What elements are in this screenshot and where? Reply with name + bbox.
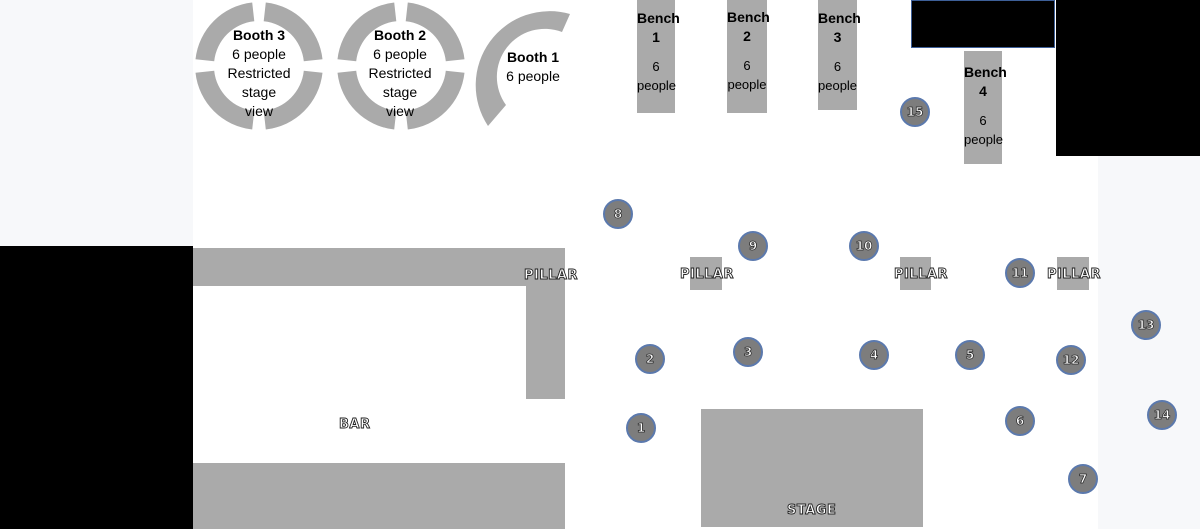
- bench-4[interactable]: Bench 4 6 people: [964, 51, 1007, 164]
- pillar-3: [900, 257, 931, 290]
- booth-1-name: Booth 1: [506, 49, 560, 65]
- outside-area-right: [1098, 156, 1200, 529]
- bench-3-capacity: 6: [833, 59, 842, 74]
- bench-1-name: Bench: [637, 10, 680, 26]
- table-12[interactable]: 12: [1056, 345, 1086, 375]
- outside-area-top-left: [0, 0, 193, 246]
- table-1[interactable]: 1: [626, 413, 656, 443]
- entrance-block: [911, 0, 1055, 48]
- booth-2-label: Booth 2 6 people Restricted stage view: [360, 26, 440, 121]
- booth-2-note-2: stage: [382, 84, 418, 100]
- booth-3[interactable]: [193, 0, 325, 132]
- bench-2-capacity-unit: people: [727, 77, 767, 92]
- table-11[interactable]: 11: [1005, 258, 1035, 288]
- stage: [701, 409, 923, 527]
- table-6[interactable]: 6: [1005, 406, 1035, 436]
- booth-1[interactable]: [462, 2, 572, 132]
- pillar-2-label: PILLAR: [680, 267, 735, 283]
- bar-label: BAR: [339, 417, 371, 433]
- booth-3-note-3: view: [244, 103, 273, 119]
- bench-3-capacity-unit: people: [818, 78, 858, 93]
- bench-1-number: 1: [652, 29, 660, 45]
- table-13[interactable]: 13: [1131, 310, 1161, 340]
- table-5[interactable]: 5: [955, 340, 985, 370]
- booth-3-capacity: 6 people: [232, 46, 286, 62]
- bench-3-name: Bench: [818, 10, 861, 26]
- bench-2[interactable]: Bench 2 6 people: [727, 0, 770, 113]
- bench-1-capacity: 6: [652, 59, 660, 74]
- bench-4-name: Bench: [964, 64, 1007, 80]
- pillar-3-label: PILLAR: [894, 267, 949, 283]
- table-14[interactable]: 14: [1147, 400, 1177, 430]
- bench-1-capacity-unit: people: [637, 78, 677, 93]
- table-10[interactable]: 10: [849, 231, 879, 261]
- bar-counter-bottom: [193, 463, 565, 529]
- bench-3[interactable]: Bench 3 6 people: [818, 0, 861, 110]
- bench-1[interactable]: Bench 1 6 people: [637, 0, 680, 113]
- table-3[interactable]: 3: [733, 337, 763, 367]
- bar-counter-side: [526, 286, 565, 399]
- booth-2-capacity: 6 people: [373, 46, 427, 62]
- table-9[interactable]: 9: [738, 231, 768, 261]
- pillar-4-label: PILLAR: [1047, 267, 1102, 283]
- booth-2[interactable]: [335, 0, 467, 132]
- booth-1-label: Booth 1 6 people: [497, 48, 569, 86]
- booth-1-capacity: 6 people: [506, 68, 560, 84]
- table-7[interactable]: 7: [1068, 464, 1098, 494]
- bench-2-name: Bench: [727, 9, 770, 25]
- booth-2-name: Booth 2: [373, 27, 427, 43]
- blocked-area-left: [0, 246, 193, 529]
- pillar-1-label: PILLAR: [524, 268, 579, 284]
- table-8[interactable]: 8: [603, 199, 633, 229]
- booth-3-note-2: stage: [241, 84, 277, 100]
- table-15[interactable]: 15: [900, 97, 930, 127]
- booth-2-note-1: Restricted: [368, 65, 432, 81]
- bench-2-number: 2: [743, 28, 751, 44]
- bench-4-number: 4: [979, 83, 987, 99]
- booth-2-note-3: view: [385, 103, 414, 119]
- bench-2-capacity: 6: [743, 58, 751, 73]
- table-4[interactable]: 4: [859, 340, 889, 370]
- table-2[interactable]: 2: [635, 344, 665, 374]
- booth-3-label: Booth 3 6 people Restricted stage view: [219, 26, 299, 121]
- booth-3-name: Booth 3: [232, 27, 286, 43]
- bench-3-number: 3: [833, 29, 842, 45]
- blocked-area-top-right: [1056, 0, 1200, 156]
- bench-4-capacity: 6: [979, 113, 987, 128]
- bench-4-capacity-unit: people: [964, 132, 1004, 147]
- pillar-4: [1057, 257, 1089, 290]
- bar-counter-top: [193, 248, 565, 286]
- booth-3-note-1: Restricted: [227, 65, 291, 81]
- stage-label: STAGE: [787, 503, 837, 519]
- pillar-2: [690, 257, 722, 290]
